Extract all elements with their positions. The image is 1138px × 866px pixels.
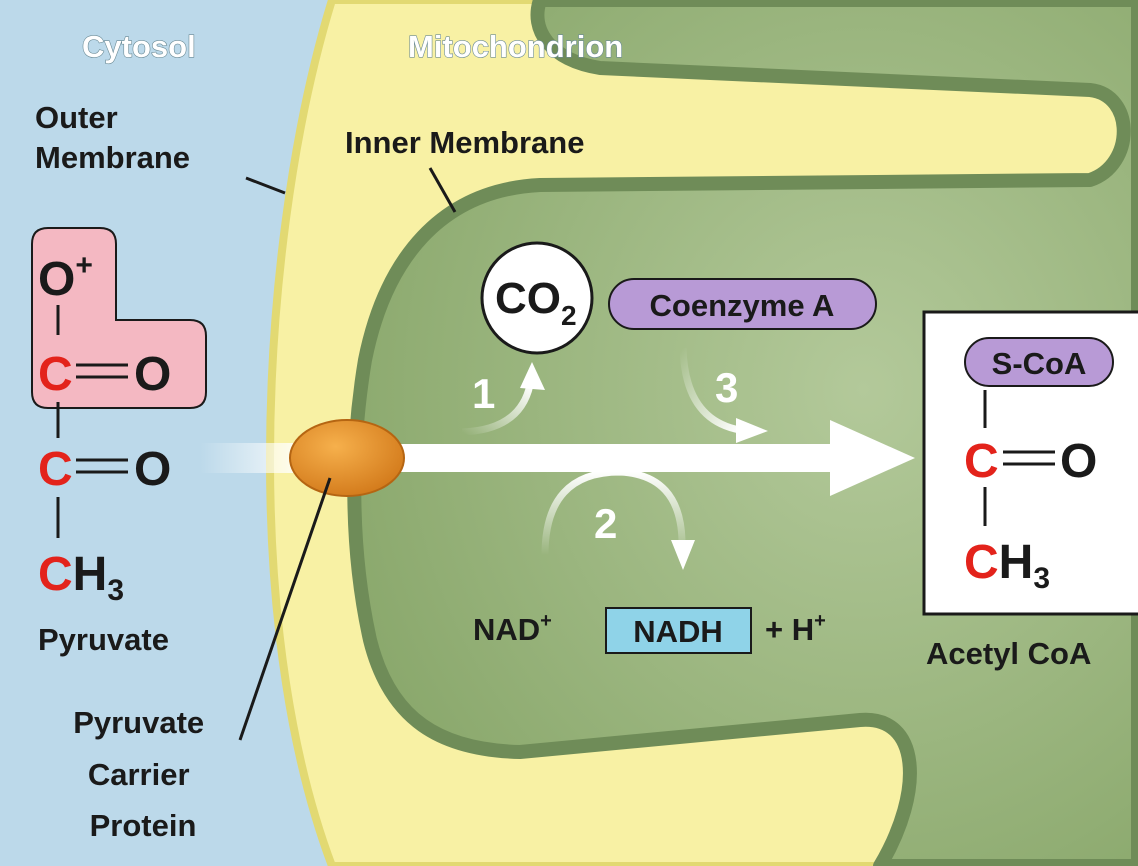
carrier-protein-pointer xyxy=(238,477,332,741)
carrier-protein-label: Pyruvate Carrier Protein xyxy=(73,705,213,843)
pyruvate-molecule: O+ C O C O CH3 xyxy=(31,227,207,607)
step-3-arrowhead xyxy=(736,418,768,443)
step-3-number: 3 xyxy=(715,364,738,411)
methyl-group: CH3 xyxy=(38,548,124,607)
pyruvate-label: Pyruvate xyxy=(38,622,169,657)
step-2-arrowhead xyxy=(671,540,695,570)
plus-h-label: + H+ xyxy=(765,610,826,647)
nadh-label: NADH xyxy=(633,614,723,649)
s-coa-label: S-CoA xyxy=(992,346,1087,381)
acetyl-oxygen: O xyxy=(1060,435,1097,488)
transport-arrow-head xyxy=(830,420,915,496)
step-1-arrow xyxy=(461,384,534,436)
carbon-2: C xyxy=(38,443,73,496)
coenzyme-a-pill xyxy=(608,278,877,330)
co2-label: CO2 xyxy=(495,274,577,331)
s-coa-pill xyxy=(964,337,1114,387)
acetyl-carbon: C xyxy=(964,435,999,488)
nadh-box xyxy=(605,607,752,654)
carbon-1: C xyxy=(38,348,73,401)
step-1-arrowhead xyxy=(520,362,545,390)
nad-label: NAD+ xyxy=(473,610,552,647)
acetyl-coa-label: Acetyl CoA xyxy=(926,636,1091,671)
oxygen-2: O xyxy=(134,443,171,496)
step-2-arrow xyxy=(541,468,686,556)
step-3-arrow xyxy=(679,347,741,434)
cytosol-label: Cytosol xyxy=(82,29,196,64)
transport-arrow-shaft xyxy=(395,444,835,472)
step-2-number: 2 xyxy=(594,500,617,547)
oxygen-1: O xyxy=(134,348,171,401)
outer-membrane-label: Outer Membrane xyxy=(35,100,190,175)
carbonyl-highlight xyxy=(31,227,207,409)
pyruvate-carrier-protein xyxy=(289,419,405,497)
inner-membrane-pointer xyxy=(428,167,457,213)
outer-membrane-pointer xyxy=(245,176,286,195)
inner-membrane-label: Inner Membrane xyxy=(345,125,584,160)
step-1-number: 1 xyxy=(472,370,495,417)
co2-circle xyxy=(480,241,594,355)
acetyl-methyl: CH3 xyxy=(964,536,1050,595)
mitochondrion-label: Mitochondrion xyxy=(408,29,623,64)
coenzyme-a-label: Coenzyme A xyxy=(650,288,835,323)
oplus-atom: O+ xyxy=(38,249,93,306)
